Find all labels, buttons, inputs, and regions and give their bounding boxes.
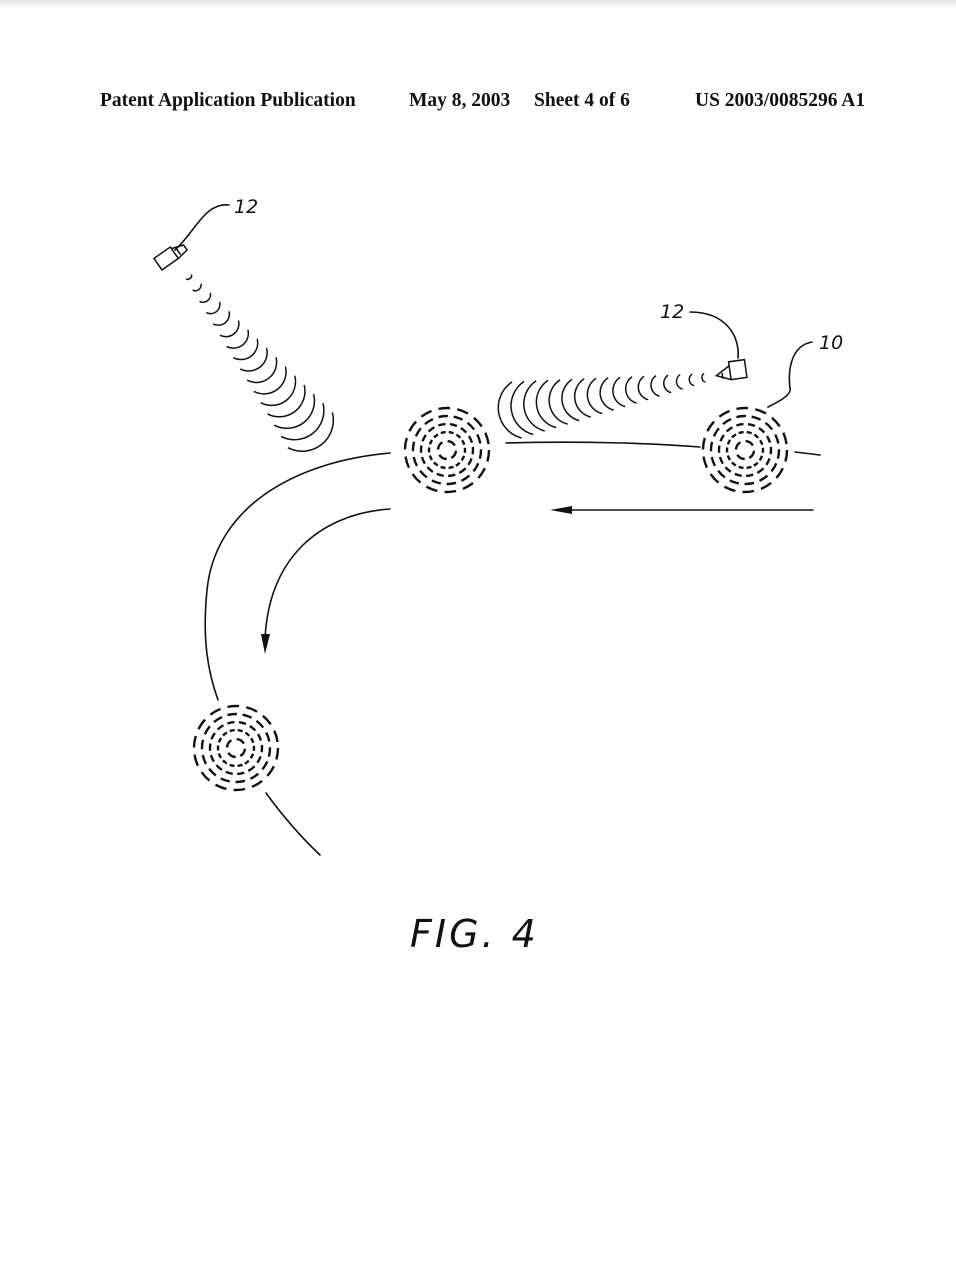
device-ring [200,712,272,784]
travel-path-tail [265,792,321,856]
signal-arc [199,292,212,303]
signal-waves-left [185,274,335,452]
signal-arc [226,329,250,349]
device-ring [225,737,247,759]
ref-label-10: 10 [819,332,843,354]
signal-arc [701,372,706,383]
signal-arc [212,311,231,326]
signal-arc [650,374,660,397]
signal-arc [675,373,683,390]
signal-arc [287,412,335,452]
leader-line-12-right [689,311,739,359]
device-ring [436,439,458,461]
direction-arrow-curved [264,508,391,641]
publication-date: May 8, 2003 [409,90,511,111]
signal-arc [612,376,626,408]
device-ring [192,704,280,792]
signal-arc [624,376,637,404]
signal-arc [599,377,614,411]
signal-arc [253,366,287,395]
signal-arc [239,347,268,372]
travel-path-segment [794,451,821,456]
signal-arc [510,380,534,436]
signal-arc [267,384,306,418]
ref-label-12-left: 12 [234,196,258,218]
signal-arc [185,274,193,281]
device-ring [216,728,256,768]
satellite-icon [152,244,189,271]
signal-arc [497,381,522,439]
device-ring [717,422,773,478]
signal-arc [523,380,545,432]
device-ring [411,414,483,486]
arrowhead-down [261,634,270,654]
sheet-number: Sheet 4 of 6 [534,90,630,111]
satellite-icon [714,358,748,381]
signal-arc [535,379,557,429]
travel-path-segment [505,441,701,448]
signal-arc [233,338,259,361]
arrowhead-left [550,506,572,514]
travel-path [204,452,391,701]
device-ring [725,430,765,470]
signal-arc [586,377,603,415]
figure-caption: FIG. 4 [410,912,539,956]
signal-arc [548,379,568,425]
device-ring [734,439,756,461]
signal-arc [192,283,202,292]
signal-arc [637,375,649,401]
publication-number: US 2003/0085296 A1 [695,90,866,111]
publication-type: Patent Application Publication [100,90,356,111]
page-header: Patent Application Publication May 8, 20… [0,90,956,116]
leader-line-12-left [174,204,230,251]
device-ring [701,406,789,494]
device-ring [709,414,781,486]
signal-arc [273,393,316,430]
ref-label-12-right: 12 [660,301,684,323]
scan-shadow [0,0,956,8]
device-ring [403,406,491,494]
signal-arc [574,378,591,418]
signal-arc [260,375,297,407]
signal-arc [662,374,672,394]
signal-arc [205,301,221,315]
signal-waves-right [497,372,706,439]
signal-arc [561,378,580,422]
device-ring [208,720,264,776]
leader-line-10 [767,341,813,408]
device-ring [427,430,467,470]
signal-arc [280,403,325,441]
signal-arc [688,373,695,387]
device-ring [419,422,475,478]
signal-arc [246,357,278,384]
device-symbols [192,406,789,792]
signal-arc [219,320,240,338]
